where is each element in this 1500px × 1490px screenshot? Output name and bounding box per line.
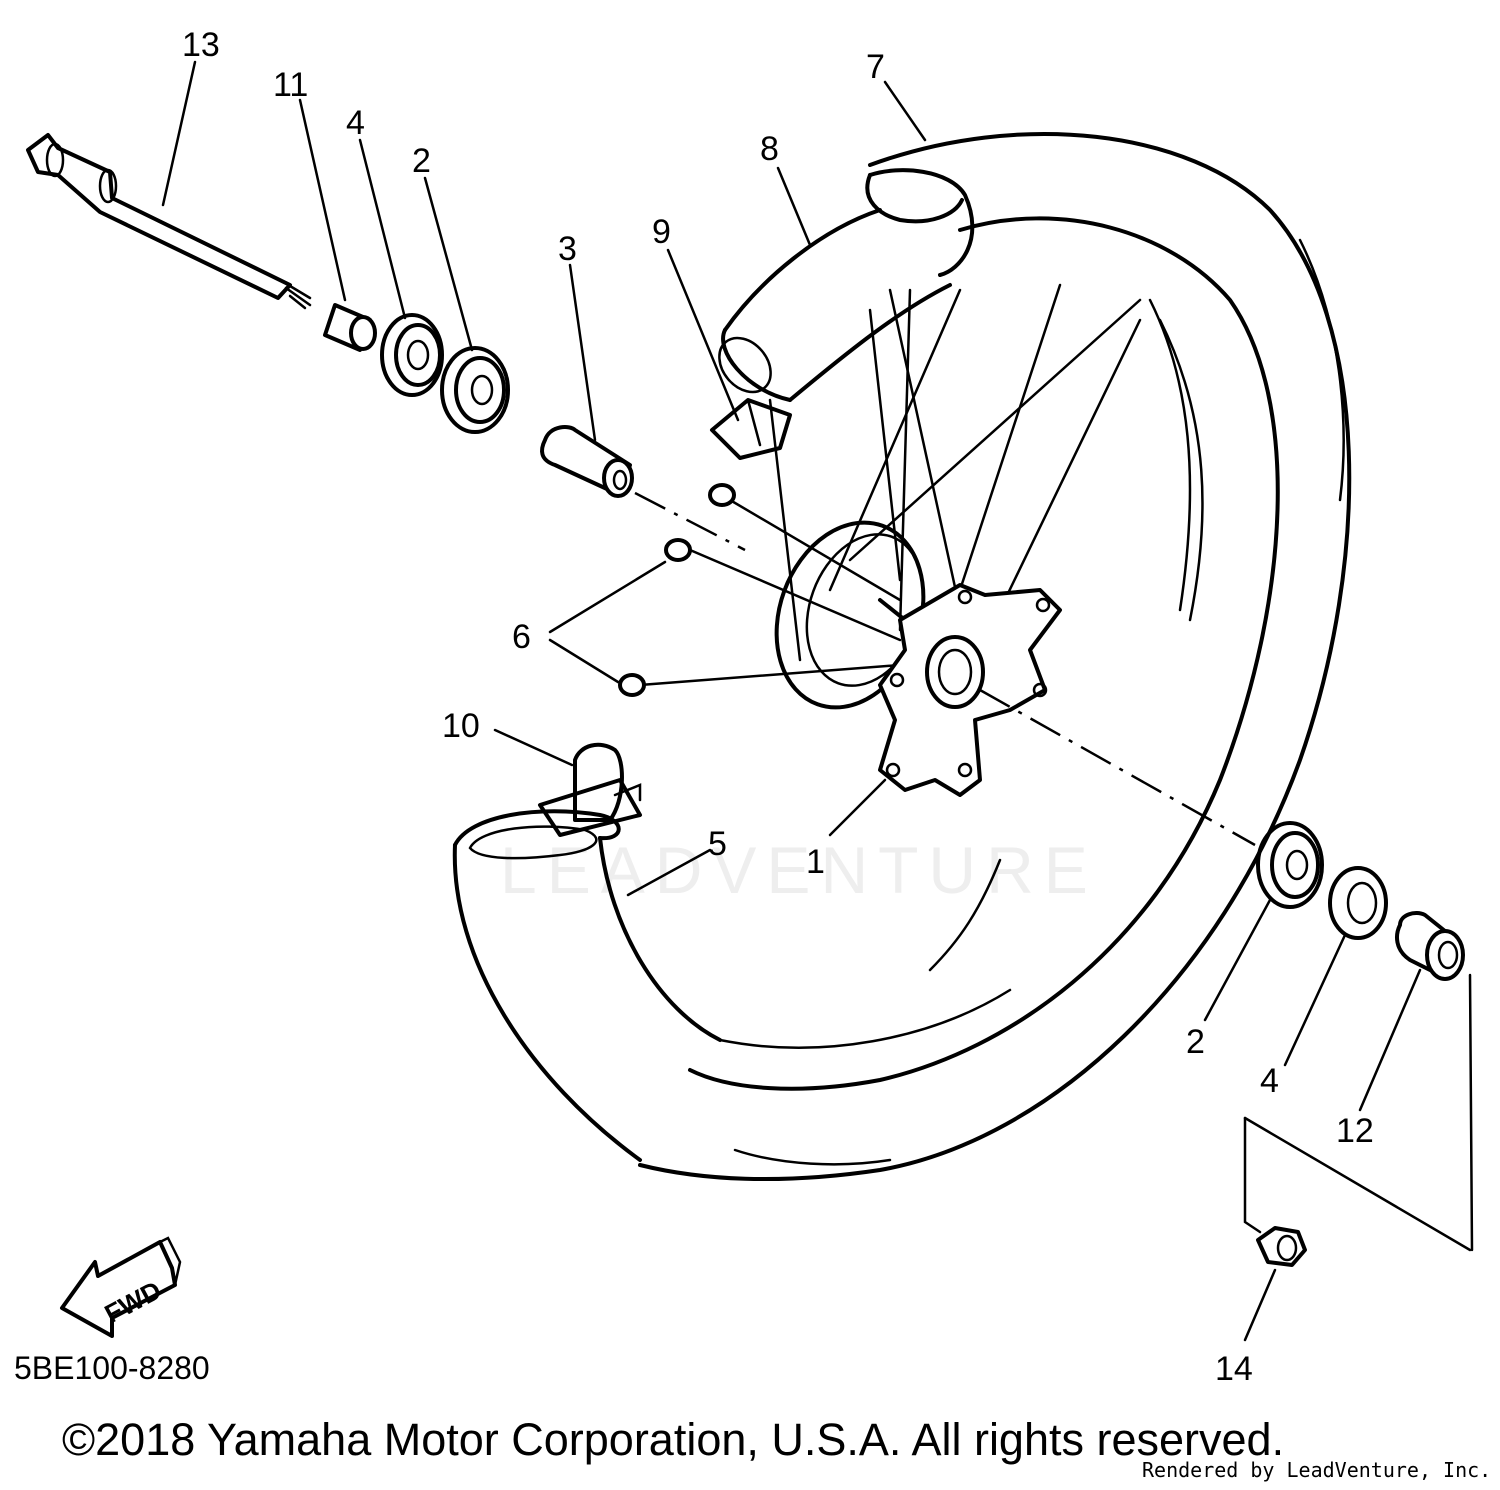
callout-3: 3 — [558, 230, 577, 268]
collar-left-drawing — [323, 303, 377, 352]
callout-6: 6 — [512, 618, 531, 656]
callout-13: 11 — [273, 66, 308, 104]
callout-8: 8 — [760, 130, 779, 168]
callout-9: 9 — [652, 213, 671, 251]
bearing-left-drawing — [440, 346, 510, 434]
nut-drawing — [1256, 1226, 1307, 1267]
callout-2-right: 2 — [1186, 1023, 1205, 1061]
callout-4-left: 4 — [346, 104, 365, 142]
tube-drawing — [718, 168, 975, 402]
callout-5: 5 — [708, 825, 727, 863]
callout-1: 1 — [806, 843, 825, 881]
oil-seal-left-drawing — [380, 313, 444, 397]
callout-11: 13 — [182, 26, 220, 64]
tire-drawing — [638, 132, 1352, 1182]
callout-12: 12 — [1336, 1112, 1374, 1150]
callout-2-left: 2 — [412, 142, 431, 180]
leader-lines — [161, 60, 1422, 1342]
callout-4-right: 4 — [1260, 1062, 1279, 1100]
callout-14: 14 — [1215, 1350, 1253, 1388]
callout-7: 7 — [866, 48, 885, 86]
bearing-right-drawing — [1256, 821, 1324, 909]
copyright-notice: ©2018 Yamaha Motor Corporation, U.S.A. A… — [62, 1414, 1285, 1465]
fwd-label: FWD — [100, 1275, 166, 1329]
axle-drawing — [26, 133, 312, 310]
oil-seal-right-drawing — [1328, 866, 1388, 940]
collar-right-drawing — [1395, 911, 1465, 981]
fwd-arrow-icon: FWD — [60, 1236, 182, 1338]
spokes-drawing — [618, 283, 1142, 697]
rim-drawing — [452, 809, 1012, 1162]
assembly-bracket — [1243, 973, 1474, 1252]
bead-stopper-drawing — [538, 742, 642, 837]
hub-drawing — [774, 520, 1062, 797]
watermark: LEADVENTURE — [500, 833, 1098, 907]
diagram-code: 5BE100-8280 — [14, 1350, 210, 1386]
callout-10: 10 — [442, 707, 480, 745]
spacer-drawing — [540, 425, 634, 498]
rendered-by-credit: Rendered by LeadVenture, Inc. — [1142, 1458, 1492, 1482]
rim-band-drawing — [710, 398, 792, 460]
